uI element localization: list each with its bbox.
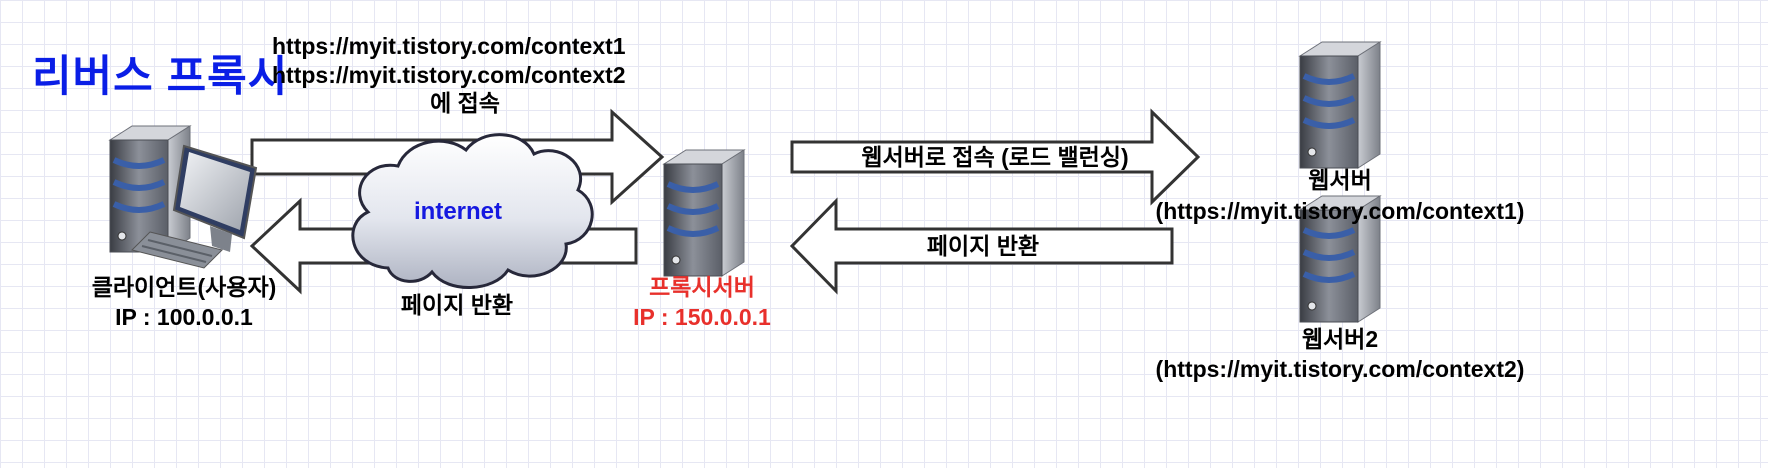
internet-label: internet xyxy=(414,198,503,225)
webserver1-url: (https://myit.tistory.com/context1) xyxy=(1155,198,1525,224)
forward-arrow-right xyxy=(790,108,1201,206)
backend-return-label: 페이지 반환 xyxy=(926,233,1040,259)
forward-label: 웹서버로 접속 (로드 밸런싱) xyxy=(861,144,1129,170)
webserver2-name: 웹서버2 xyxy=(1301,326,1379,352)
backend-return-arrow-left xyxy=(789,197,1174,295)
client-name: 클라이언트(사용자) xyxy=(91,274,277,300)
client-computer-icon xyxy=(110,126,258,269)
request-suffix: 에 접속 xyxy=(430,90,500,116)
page-title: 리버스 프록시 xyxy=(32,53,289,101)
request-url-2: https://myit.tistory.com/context2 xyxy=(272,62,626,88)
proxy-ip: IP : 150.0.0.1 xyxy=(633,304,771,330)
proxy-server-icon xyxy=(664,150,744,276)
webserver1-name: 웹서버 xyxy=(1308,167,1372,193)
internet-cloud-icon xyxy=(351,133,594,289)
webserver2-url: (https://myit.tistory.com/context2) xyxy=(1155,356,1525,382)
left-return-label: 페이지 반환 xyxy=(400,292,514,318)
webserver1-icon xyxy=(1300,42,1380,168)
proxy-name: 프록시서버 xyxy=(649,274,755,300)
request-url-1: https://myit.tistory.com/context1 xyxy=(272,33,626,59)
client-ip: IP : 100.0.0.1 xyxy=(115,304,253,330)
